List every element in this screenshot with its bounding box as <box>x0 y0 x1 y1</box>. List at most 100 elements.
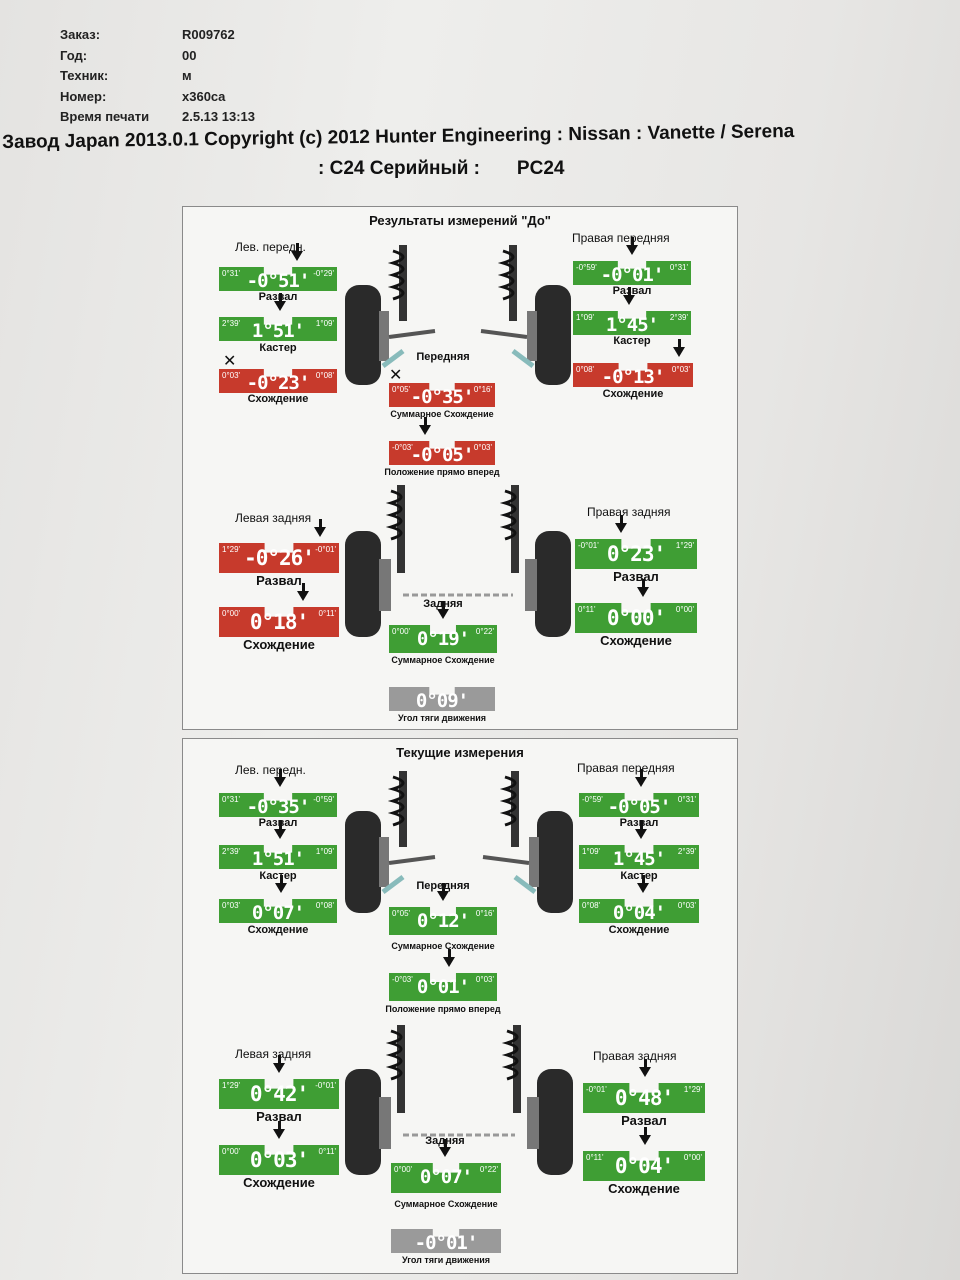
before-steer-ahead-label: Положение прямо вперед <box>384 467 500 477</box>
current-rr-toe-label: Схождение <box>608 1181 680 1196</box>
before-rr-camber-label: Развал <box>613 569 659 584</box>
before-rr-toe-gauge: 0°11' 0°00' 0°00' <box>575 579 697 633</box>
before-rr-camber-max: 1°29' <box>675 541 694 550</box>
before-fl-camber-max: -0°29' <box>313 269 334 278</box>
current-front-total-toe-min: 0°05' <box>392 909 411 918</box>
current-steer-ahead-min: -0°03' <box>392 975 413 984</box>
current-fr-caster-min: 1°09' <box>582 847 601 856</box>
before-rear-total-toe-label: Суммарное Схождение <box>391 655 495 665</box>
before-rr-camber-min: -0°01' <box>578 541 599 550</box>
before-fl-caster-max: 1°09' <box>315 319 334 328</box>
current-rr-toe-value: 0°04' <box>614 1154 674 1178</box>
before-fr-caster-gauge: 1°09' 2°39' 1°45' <box>573 287 691 336</box>
report-title-line1: Завод Japan 2013.0.1 Copyright (c) 2012 … <box>2 120 795 153</box>
before-fl-caster-min: 2°39' <box>222 319 241 328</box>
current-rear-total-toe-label: Суммарное Схождение <box>394 1199 498 1209</box>
current-fl-caster-label: Кастер <box>259 870 297 882</box>
current-fl-toe-max: 0°08' <box>315 901 334 910</box>
before-fr-toe-label: Схождение <box>602 388 664 400</box>
current-fl-camber-min: 0°31' <box>222 795 241 804</box>
current-front-right-label: Правая передняя <box>577 761 675 775</box>
current-steer-ahead-max: 0°03' <box>475 975 494 984</box>
current-front-total-toe-label: Суммарное Схождение <box>391 941 495 951</box>
current-fl-camber-label: Развал <box>258 817 298 829</box>
current-front-total-toe-value: 0°12' <box>416 910 470 932</box>
current-fl-toe-label: Схождение <box>247 924 309 936</box>
before-front-axle-label: Передняя <box>416 351 470 363</box>
before-fr-camber-value: -0°01' <box>600 264 665 286</box>
before-fl-caster-value: 1°51' <box>251 320 305 342</box>
current-fr-camber-min: -0°59' <box>582 795 603 804</box>
before-fr-camber-label: Развал <box>612 285 652 297</box>
before-fl-toe-value: -0°23' <box>246 372 311 394</box>
before-fr-camber-min: -0°59' <box>576 263 597 272</box>
before-rl-toe-max: 0°11' <box>318 609 336 618</box>
order-label: Заказ: <box>60 27 101 42</box>
rear-suspension-drawing <box>345 485 571 637</box>
current-rl-toe-gauge: 0°00' 0°11' 0°03' <box>219 1121 339 1175</box>
print-time-value: 2.5.13 13:13 <box>182 109 256 124</box>
current-fr-toe-label: Схождение <box>608 924 670 936</box>
current-rr-toe-max: 0°00' <box>683 1153 702 1162</box>
before-fr-camber-max: 0°31' <box>669 263 688 272</box>
before-fl-toe-out-mark: ✕ <box>223 353 237 370</box>
current-fr-caster-gauge: 1°09' 2°39' 1°45' <box>579 821 699 870</box>
tech-label: Техник: <box>60 68 109 83</box>
number-value: x360ca <box>182 89 226 104</box>
before-fr-caster-label: Кастер <box>613 335 651 347</box>
current-rr-camber-value: 0°48' <box>614 1086 674 1110</box>
before-front-total-toe-value: -0°35' <box>410 386 475 408</box>
before-fr-caster-min: 1°09' <box>576 313 595 322</box>
current-rl-toe-max: 0°11' <box>318 1147 336 1156</box>
before-front-total-toe-min: 0°05' <box>392 385 411 394</box>
current-fr-camber-value: -0°05' <box>607 796 672 818</box>
current-fr-caster-max: 2°39' <box>677 847 696 856</box>
front-suspension-drawing <box>345 245 571 385</box>
current-front-left-label: Лев. передн. <box>235 763 306 777</box>
before-rl-toe-value: 0°18' <box>249 610 309 634</box>
current-fr-camber-gauge: -0°59' 0°31' -0°05' <box>579 769 699 818</box>
current-fl-camber-gauge: 0°31' -0°59' -0°35' <box>219 769 337 818</box>
before-thrust-value: 0°09' <box>415 690 469 712</box>
current-front-total-toe-max: 0°16' <box>475 909 494 918</box>
current-rl-camber-label: Развал <box>256 1109 302 1124</box>
before-fl-toe-gauge: 0°03' 0°08' -0°23' <box>219 359 337 394</box>
current-thrust-value: -0°01' <box>414 1232 479 1254</box>
current-steer-ahead-value: 0°01' <box>416 976 470 998</box>
before-steer-ahead-value: -0°05' <box>410 444 475 466</box>
before-steer-ahead-max: 0°03' <box>473 443 492 452</box>
current-panel-title: Текущие измерения <box>396 745 524 760</box>
current-panel: Текущие измерения Лев. передн. 0°31' -0°… <box>182 738 738 1274</box>
before-panel-title: Результаты измерений "До" <box>369 213 551 228</box>
before-rear-total-toe-gauge: 0°00' 0°22' 0°19' <box>389 601 497 653</box>
before-fr-caster-value: 1°45' <box>605 314 659 336</box>
before-fl-caster-label: Кастер <box>259 342 297 354</box>
before-steer-ahead-min: -0°03' <box>392 443 413 452</box>
current-fr-toe-gauge: 0°08' 0°03' 0°04' <box>579 875 699 924</box>
current-rear-left-label: Левая задняя <box>235 1047 312 1061</box>
current-rr-camber-min: -0°01' <box>586 1085 607 1094</box>
before-fl-camber-min: 0°31' <box>222 269 241 278</box>
current-rr-camber-max: 1°29' <box>683 1085 702 1094</box>
before-rear-left-label: Левая задняя <box>235 511 312 525</box>
before-rl-toe-label: Схождение <box>243 637 315 652</box>
order-value: R009762 <box>182 27 235 42</box>
before-fr-toe-value: -0°13' <box>601 366 666 388</box>
before-thrust-label: Угол тяги движения <box>397 713 487 723</box>
year-label: Год: <box>60 48 88 63</box>
before-fl-camber-value: -0°51' <box>246 270 311 292</box>
before-fl-camber-label: Развал <box>258 291 298 303</box>
current-rl-toe-min: 0°00' <box>222 1147 241 1156</box>
current-rear-total-toe-gauge: 0°00' 0°22' 0°07' <box>391 1139 501 1193</box>
current-fr-caster-value: 1°45' <box>612 848 666 870</box>
before-panel: Результаты измерений "До" Лев. передн. 0… <box>182 206 738 730</box>
tech-value: м <box>182 68 192 83</box>
before-fr-toe-gauge: 0°08' 0°03' -0°13' <box>573 339 693 388</box>
before-fr-toe-min: 0°08' <box>576 365 595 374</box>
before-front-total-toe-max: 0°16' <box>473 385 492 394</box>
before-fl-toe-max: 0°08' <box>315 371 334 380</box>
current-fl-toe-min: 0°03' <box>222 901 241 910</box>
current-rl-camber-gauge: 1°29' -0°01' 0°42' <box>219 1055 339 1109</box>
current-fl-caster-min: 2°39' <box>222 847 241 856</box>
